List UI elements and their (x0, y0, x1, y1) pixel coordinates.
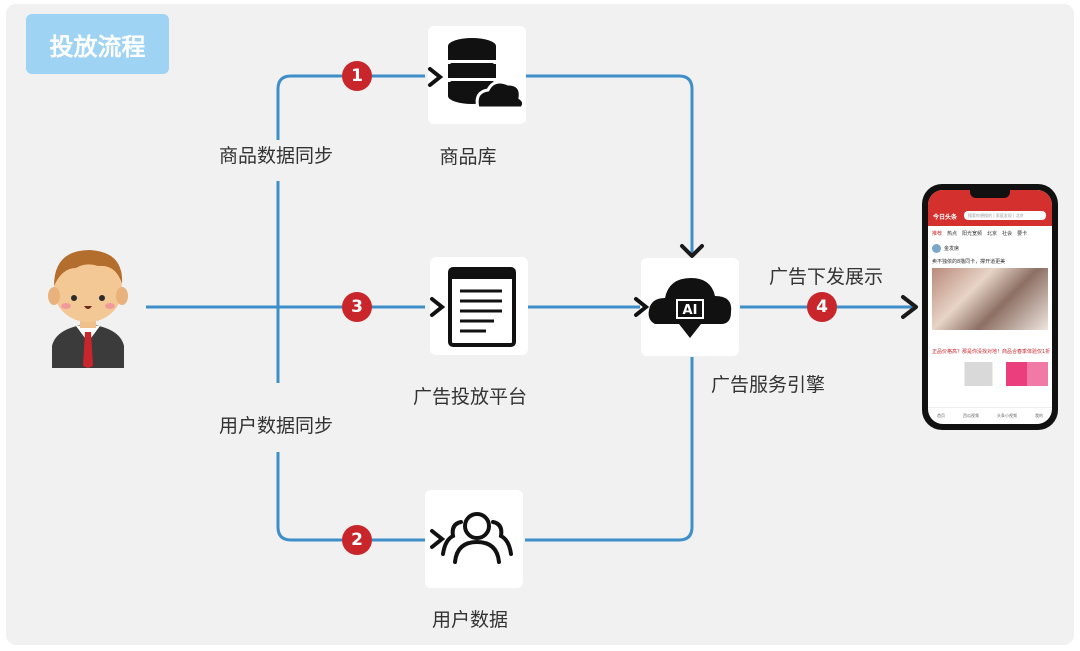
phone-tab: 阳光宽频 (962, 230, 983, 237)
title-badge: 投放流程 (26, 14, 169, 74)
ai-text: AI (683, 303, 698, 318)
phone-author-avatar (932, 244, 941, 253)
step-badge-4: 4 (807, 292, 837, 322)
diagram-canvas (6, 4, 1074, 645)
phone-nav-item: 西瓜视频 (963, 413, 979, 418)
phone-caption: 正品价格高？那是你没找对地！商品合春季体验仅1折 (932, 349, 1051, 355)
phone-nav-item: 头条小视频 (997, 413, 1017, 418)
user-avatar-icon (48, 250, 128, 368)
step-badge-2: 2 (342, 525, 372, 555)
phone-ad-image (932, 268, 1048, 330)
phone-tab: 要卡 (1017, 230, 1028, 237)
phone-search-bar: 搜索你想搜的 | 家庭发现 | 北京 (964, 211, 1046, 220)
label-ad-platform: 广告投放平台 (412, 386, 528, 408)
node-inbound-chevron-icon (430, 297, 446, 317)
arrow-to-phone (901, 295, 918, 319)
phone-nav-item: 我的 (1035, 413, 1043, 418)
label-ad-engine: 广告服务引擎 (710, 374, 826, 396)
step-badge-1: 1 (342, 61, 372, 91)
phone-tab: 推荐 (932, 230, 943, 237)
node-product-db (428, 26, 526, 124)
step-badge-3: 3 (342, 292, 372, 322)
user-group-icon (441, 512, 513, 564)
node-ad-platform (430, 257, 528, 355)
ai-cloud-icon: AI (648, 278, 732, 338)
label-product-sync: 商品数据同步 (218, 145, 334, 167)
database-cloud-icon (448, 38, 526, 110)
label-user-data: 用户数据 (431, 609, 509, 631)
node-ad-engine: AI (641, 258, 739, 356)
phone-headline: 卖不独依的8撸同卡，撑开道更美 (932, 259, 1006, 265)
phone-nav-item: 首页 (937, 413, 945, 418)
phone-author: 金发席 (944, 246, 960, 252)
label-user-sync: 用户数据同步 (218, 415, 334, 437)
arrow-down-engine (680, 244, 704, 258)
phone-app-logo: 今日头条 (933, 214, 958, 221)
phone-bottom-nav: 首页 西瓜视频 头条小视频 我的 (928, 407, 1052, 424)
phone-notch (970, 190, 1010, 198)
phone-tab: 热点 (947, 230, 958, 237)
node-inbound-chevron-icon (634, 297, 650, 317)
browser-window-icon (448, 267, 516, 347)
label-product-db: 商品库 (439, 146, 497, 168)
phone-tab: 北京 (987, 230, 998, 237)
phone-mockup: 今日头条 搜索你想搜的 | 家庭发现 | 北京 推荐 热点 阳光宽频 北京 社会… (922, 184, 1058, 430)
phone-tabs: 推荐 热点 阳光宽频 北京 社会 要卡 (928, 227, 1052, 239)
phone-screen: 今日头条 搜索你想搜的 | 家庭发现 | 北京 推荐 热点 阳光宽频 北京 社会… (928, 190, 1052, 424)
node-inbound-chevron-icon (428, 67, 444, 87)
label-ad-delivery: 广告下发展示 (768, 266, 884, 288)
node-inbound-chevron-icon (430, 529, 446, 549)
phone-product-strip (932, 362, 1048, 386)
phone-tab: 社会 (1002, 230, 1013, 237)
